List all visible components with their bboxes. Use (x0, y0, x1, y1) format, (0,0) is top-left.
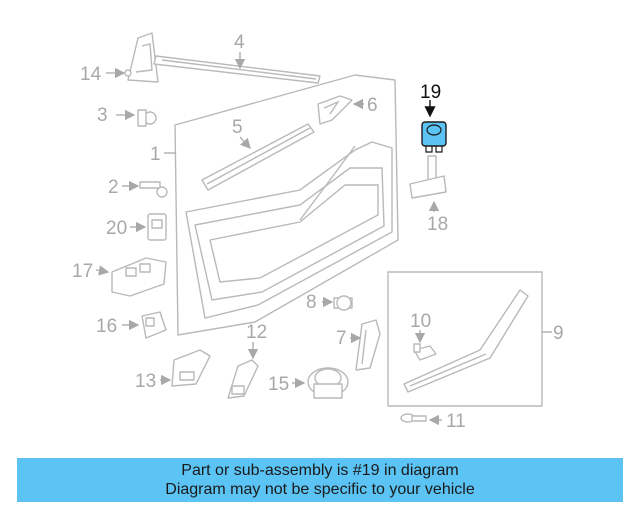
part-4-window-strip[interactable] (153, 55, 321, 84)
callout-17[interactable]: 17 (72, 261, 93, 282)
callout-9[interactable]: 9 (553, 323, 564, 344)
callout-15[interactable]: 15 (268, 374, 289, 395)
callout-18[interactable]: 18 (427, 214, 448, 235)
callout-12[interactable]: 12 (246, 322, 267, 343)
callout-10[interactable]: 10 (410, 311, 431, 332)
part-16-switch[interactable] (141, 311, 167, 339)
part-2-bolt[interactable] (139, 181, 168, 198)
parts-diagram: 14 4 3 1 5 6 19 (72, 32, 564, 432)
part-20-switch[interactable] (147, 213, 167, 241)
part-17-window-switch[interactable] (111, 257, 167, 297)
part-18-bracket[interactable] (409, 155, 447, 199)
callout-6[interactable]: 6 (367, 95, 378, 116)
callout-11[interactable]: 11 (446, 411, 466, 432)
part-8-bolt[interactable] (333, 295, 353, 311)
callout-2[interactable]: 2 (108, 177, 119, 198)
part-13-switch[interactable] (171, 349, 211, 387)
part-14-mirror-trim[interactable] (124, 32, 159, 83)
part-11-screw[interactable] (400, 413, 427, 423)
part-10-clip[interactable] (413, 343, 437, 361)
part-19-retainer-clip[interactable] (421, 121, 447, 153)
callout-1[interactable]: 1 (150, 144, 161, 165)
callout-14[interactable]: 14 (80, 64, 102, 85)
part-15-speaker[interactable] (307, 367, 349, 399)
part-12-switch[interactable] (227, 359, 259, 399)
callout-20[interactable]: 20 (106, 218, 127, 239)
callout-13[interactable]: 13 (135, 371, 156, 392)
callout-4[interactable]: 4 (234, 32, 245, 53)
part-9-trim-assembly[interactable] (387, 271, 543, 407)
callout-3[interactable]: 3 (97, 105, 108, 126)
part-3-clip[interactable] (137, 109, 157, 127)
callout-7[interactable]: 7 (336, 328, 347, 349)
caption-line-1: Part or sub-assembly is #19 in diagram (181, 462, 459, 479)
callout-19[interactable]: 19 (420, 82, 441, 103)
callout-16[interactable]: 16 (96, 316, 117, 337)
part-6-door-handle[interactable] (317, 95, 353, 125)
caption-line-2: Diagram may not be specific to your vehi… (165, 481, 475, 498)
callout-8[interactable]: 8 (306, 292, 317, 313)
part-5-trim-strip[interactable] (201, 123, 315, 191)
callout-5[interactable]: 5 (232, 117, 243, 138)
diagram-caption: Part or sub-assembly is #19 in diagram D… (17, 458, 623, 502)
part-1-door-panel[interactable] (174, 74, 399, 336)
part-7-trim-piece[interactable] (355, 319, 381, 371)
